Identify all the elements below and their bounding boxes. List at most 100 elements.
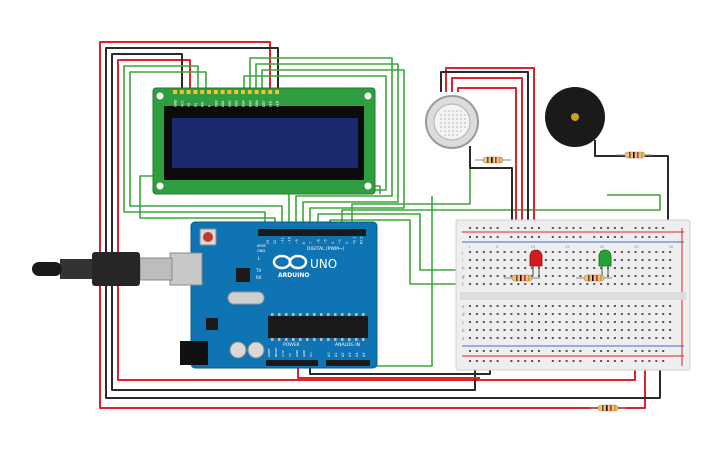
breadboard-hole — [586, 305, 589, 307]
lcd-pin — [200, 90, 205, 94]
breadboard-hole — [662, 305, 665, 307]
chip-leg — [271, 313, 274, 316]
arduino-logo — [272, 254, 308, 270]
mesh-dot — [460, 122, 462, 124]
breadboard-hole — [482, 337, 485, 339]
power-pin-label: GND — [302, 349, 306, 357]
lcd-pin — [234, 90, 239, 94]
mesh-dot — [444, 130, 446, 132]
breadboard-hole — [469, 337, 471, 339]
breadboard-hole — [544, 305, 547, 307]
breadboard-hole — [558, 305, 561, 307]
breadboard-hole — [489, 283, 492, 285]
breadboard-hole — [469, 313, 471, 315]
breadboard-hole — [641, 313, 644, 315]
breadboard-hole — [475, 305, 478, 307]
lcd-pin — [275, 90, 279, 94]
chip-leg — [292, 313, 295, 316]
breadboard-hole — [496, 236, 499, 238]
mount-hole — [156, 182, 164, 190]
breadboard-hole — [503, 251, 506, 253]
lcd-pin — [268, 90, 273, 94]
breadboard-hole — [662, 321, 665, 323]
digital-pin-label: ~11 — [280, 237, 284, 244]
breadboard-hole — [558, 350, 561, 352]
breadboard-hole — [496, 283, 499, 285]
breadboard-hole — [593, 329, 596, 331]
mesh-dot — [452, 118, 454, 120]
reset-button-cap[interactable] — [203, 232, 213, 242]
breadboard-hole — [565, 236, 568, 238]
breadboard-hole — [662, 236, 665, 238]
breadboard-hole — [607, 313, 609, 315]
mesh-dot — [456, 122, 458, 124]
breadboard-hole — [558, 313, 561, 315]
breadboard-hole — [524, 329, 527, 331]
breadboard-hole — [510, 329, 513, 331]
breadboard-hole — [482, 283, 485, 285]
breadboard-row-label: b — [462, 328, 465, 333]
breadboard-hole — [648, 337, 651, 339]
digital-pin-label: ~3 — [338, 239, 342, 244]
wire-green — [317, 213, 510, 271]
capacitor — [247, 341, 265, 359]
breadboard-hole — [627, 305, 630, 307]
breadboard-hole — [641, 305, 644, 307]
breadboard-hole — [648, 329, 651, 331]
breadboard-hole — [538, 350, 540, 352]
power-pin-label: Vin — [309, 352, 313, 357]
breadboard-hole — [517, 267, 520, 269]
wire-green — [352, 196, 433, 367]
breadboard-hole — [607, 305, 609, 307]
usb-chip — [236, 268, 250, 282]
lcd-pin-label: E — [208, 105, 212, 107]
breadboard-col-label: 15 — [565, 245, 569, 249]
mesh-dot — [444, 110, 446, 112]
breadboard-hole — [579, 283, 582, 285]
breadboard-hole — [600, 267, 603, 269]
breadboard-hole — [538, 236, 540, 238]
gnd-label: GND — [257, 249, 265, 253]
breadboard-hole — [641, 275, 644, 277]
breadboard-hole — [648, 259, 651, 261]
breadboard-hole — [593, 350, 596, 352]
breadboard-hole — [531, 305, 534, 307]
mesh-dot — [440, 118, 442, 120]
lcd-pin-label: VCC — [180, 100, 184, 107]
breadboard-hole — [613, 267, 616, 269]
chip-leg — [327, 338, 330, 341]
breadboard-hole — [517, 329, 520, 331]
breadboard-hole — [489, 275, 492, 277]
breadboard-hole — [489, 227, 492, 229]
breadboard-hole — [496, 313, 499, 315]
chip-leg — [299, 313, 302, 316]
mesh-dot — [464, 114, 466, 116]
breadboard-hole — [551, 321, 554, 323]
breadboard-hole — [565, 259, 568, 261]
breadboard-hole — [627, 259, 630, 261]
lcd-pin-label: DB1 — [221, 100, 225, 107]
breadboard-hole — [558, 337, 561, 339]
lcd-pin-label: RS — [194, 103, 198, 107]
breadboard-hole — [655, 227, 658, 229]
chip-leg — [355, 338, 358, 341]
mesh-dot — [456, 114, 458, 116]
mesh-dot — [440, 126, 442, 128]
breadboard-hole — [475, 236, 478, 238]
breadboard-hole — [634, 227, 637, 229]
chip-leg — [292, 338, 295, 341]
resistor — [590, 404, 626, 412]
breadboard-hole — [662, 251, 665, 253]
power-pin-label: IOREF — [267, 348, 271, 357]
microcontroller-chip — [268, 316, 368, 338]
breadboard-hole — [620, 305, 623, 307]
breadboard-hole — [648, 313, 651, 315]
breadboard-hole — [503, 275, 506, 277]
breadboard-hole — [510, 350, 513, 352]
wire-green — [129, 71, 283, 228]
breadboard-hole — [593, 251, 596, 253]
breadboard-hole — [496, 251, 499, 253]
